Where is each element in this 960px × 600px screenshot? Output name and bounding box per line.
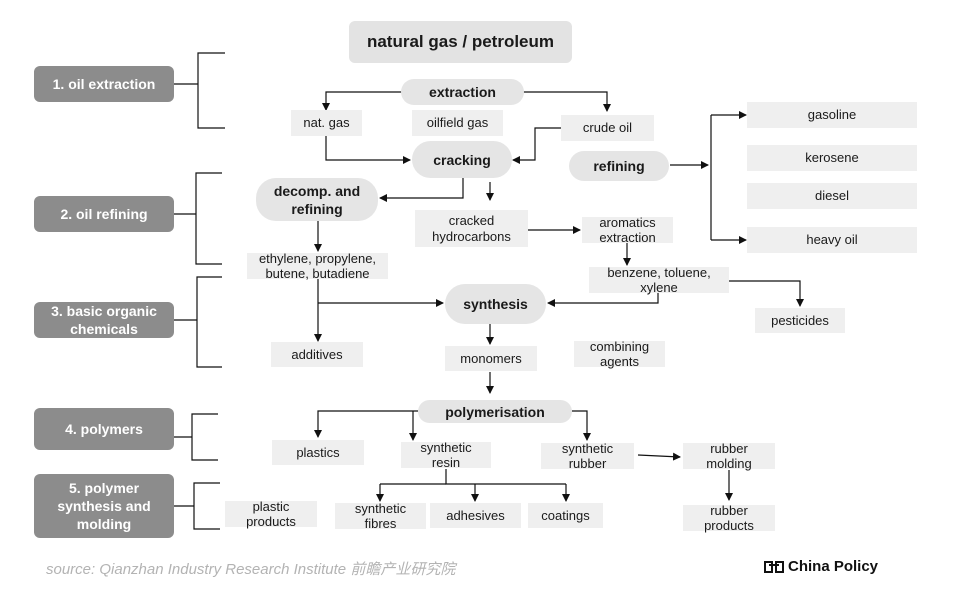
node-plastic-products: plastic products: [225, 499, 317, 529]
node-monomers: monomers: [445, 346, 537, 371]
stage-oil-extraction: 1. oil extraction: [34, 66, 174, 102]
brand-logo: China Policy: [764, 558, 878, 575]
node-nat-gas: nat. gas: [291, 110, 362, 136]
node-gasoline: gasoline: [747, 102, 917, 128]
stage-polymer-synthesis-molding: 5. polymer synthesis and molding: [34, 474, 174, 538]
node-ethylene: ethylene, propylene, butene, butadiene: [247, 251, 388, 281]
process-cracking: cracking: [412, 141, 512, 178]
stage-oil-refining: 2. oil refining: [34, 196, 174, 232]
node-oilfield-gas: oilfield gas: [412, 110, 503, 136]
process-refining: refining: [569, 151, 669, 181]
china-policy-icon: [764, 560, 784, 573]
node-benzene: benzene, toluene, xylene: [589, 265, 729, 295]
process-decomp-refining: decomp. and refining: [256, 178, 378, 221]
process-extraction: extraction: [401, 79, 524, 105]
node-kerosene: kerosene: [747, 145, 917, 171]
node-cracked-hydrocarbons: cracked hydrocarbons: [415, 210, 528, 247]
node-synthetic-rubber: synthetic rubber: [541, 441, 634, 471]
stage-polymers: 4. polymers: [34, 408, 174, 450]
node-coatings: coatings: [528, 503, 603, 528]
process-polymerisation: polymerisation: [418, 400, 572, 423]
node-plastics: plastics: [272, 440, 364, 465]
process-synthesis: synthesis: [445, 284, 546, 324]
node-heavy-oil: heavy oil: [747, 227, 917, 253]
diagram-title: natural gas / petroleum: [349, 21, 572, 63]
node-crude-oil: crude oil: [561, 115, 654, 141]
node-adhesives: adhesives: [430, 503, 521, 528]
source-note: source: Qianzhan Industry Research Insti…: [46, 561, 456, 578]
node-synthetic-resin: synthetic resin: [401, 440, 491, 470]
stage-basic-organic-chemicals: 3. basic organic chemicals: [34, 302, 174, 338]
node-rubber-molding: rubber molding: [683, 441, 775, 471]
node-diesel: diesel: [747, 183, 917, 209]
node-pesticides: pesticides: [755, 308, 845, 333]
node-additives: additives: [271, 342, 363, 367]
brand-name: China Policy: [788, 558, 879, 575]
node-synthetic-fibres: synthetic fibres: [335, 501, 426, 531]
node-combining-agents: combining agents: [574, 339, 665, 369]
node-rubber-products: rubber products: [683, 503, 775, 533]
node-aromatics-extraction: aromatics extraction: [582, 215, 673, 245]
